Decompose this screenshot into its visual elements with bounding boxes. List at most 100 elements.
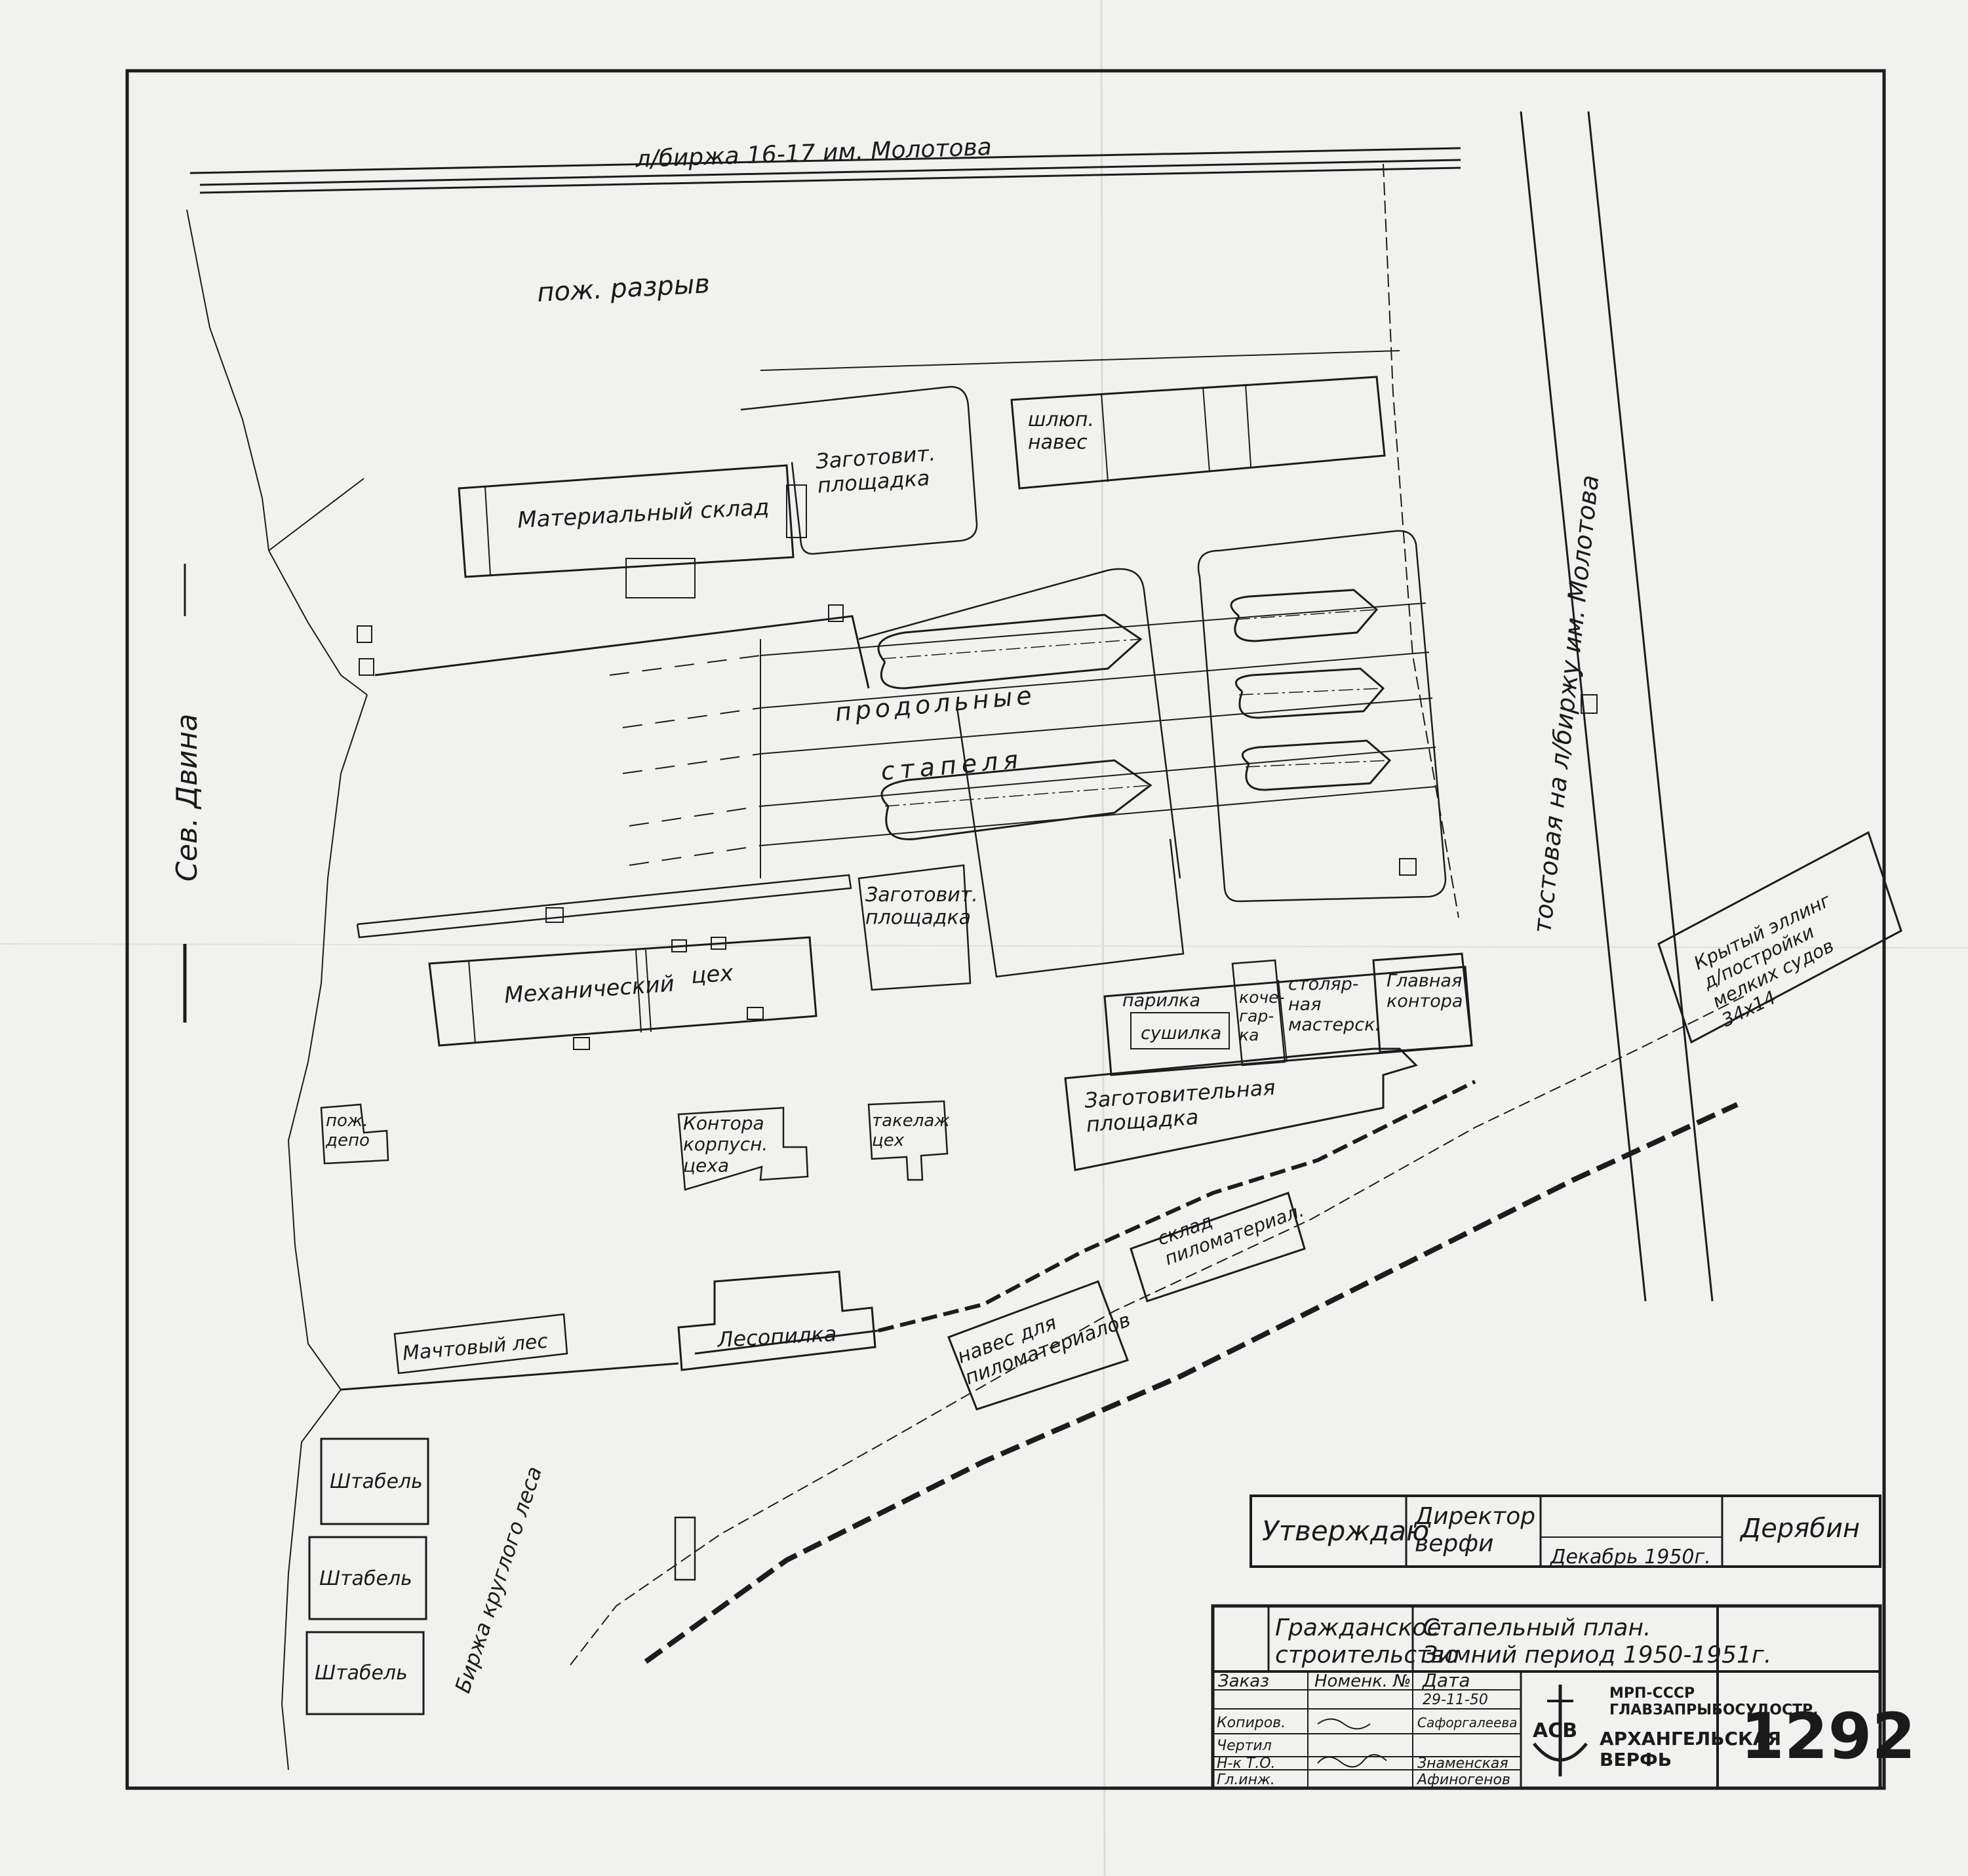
fold-mark [0,943,1968,948]
order-label: Заказ [1218,1671,1269,1691]
workshops-block [1103,952,1473,1076]
post [828,604,844,622]
rigging-shop [867,1100,949,1181]
nomenclature-label: Номенк. № [1314,1671,1411,1691]
carpentry-label-line: ная [1288,994,1321,1015]
material-warehouse-label: Материальный склад [517,494,770,534]
role-drafter: Чертил [1217,1738,1272,1754]
approval-date: Декабрь 1950г. [1549,1546,1711,1569]
approval-block [1250,1495,1881,1568]
slipway-label-2: стапеля [880,745,1025,786]
approve-label: Утверждаю [1262,1515,1429,1547]
fold-mark [1100,0,1106,1876]
director-name: Дерябин [1739,1514,1860,1544]
stair [545,907,564,923]
boat-shed-label-line: навес [1028,431,1088,454]
sawmill-track [694,1329,879,1355]
kochegarka-label: коче-гар-ка [1239,988,1285,1044]
material-warehouse [458,464,807,598]
drawing-title: Стапельный план.Зимний период 1950-1951г… [1423,1614,1771,1668]
post [359,658,374,676]
name-head-tech: Знаменская [1417,1755,1508,1772]
carpentry-label-line: мастерск. [1288,1015,1381,1035]
sheet-number: 1292 [1741,1700,1916,1773]
fire-gap-label: пож. разрыв [536,269,711,308]
boat-shed-label: шлюп.навес [1028,408,1094,454]
main-office-label-line: контора [1387,991,1463,1011]
fence-east [1383,163,1459,918]
prep-area-big [1064,1047,1418,1171]
date-label: Дата [1421,1670,1470,1691]
logo-letters: АСВ [1533,1719,1577,1742]
stack-2 [308,1536,427,1620]
stack-1-label: Штабель [330,1470,423,1493]
hull-office [677,1106,809,1191]
river-bank-lower [281,694,368,1770]
mechanical-shop [428,936,817,1050]
fire-depot-label-line: депо [325,1131,370,1150]
narrow-gauge-track [878,1080,1476,1333]
covered-shed [1657,831,1902,1044]
hull-office-label-line: цеха [683,1154,729,1176]
lumber-shed [947,1280,1129,1411]
drawing-frame [125,69,1886,1790]
sawmill [677,1270,876,1371]
slipway-label-1: продольные [834,680,1036,727]
lumber-store [1130,1192,1306,1302]
roundwood-exchange-label: Биржа круглого леса [450,1463,547,1696]
post [357,625,372,643]
prep-area-big-label: Заготовительнаяплощадка [1084,1075,1278,1137]
stack-3-label: Штабель [315,1662,408,1685]
dryer-label: сушилка [1141,1023,1221,1044]
signature-head-tech [1317,1754,1387,1768]
mast-wood-label: Мачтовый лес [402,1330,549,1365]
drawing-title-line: Зимний период 1950-1951г. [1423,1641,1771,1668]
org-label-line: строительство [1275,1641,1459,1668]
kochegarka-label-line: гар- [1239,1007,1274,1026]
road-edge-left [1520,111,1647,1302]
sawmill-label: Лесопилка [716,1321,837,1353]
director-title-line: верфи [1415,1530,1493,1557]
stack-1 [320,1437,429,1525]
prep-area-mid-label-line: площадка [865,907,971,929]
fire-depot [320,1103,389,1165]
signature-copier [1317,1718,1371,1730]
access-road [340,1362,679,1391]
site-boundary-mid [356,874,852,939]
river-label: Сев. Двина [170,714,204,882]
kochegarka-label-line: ка [1239,1025,1259,1044]
river-bank-upper [186,209,368,695]
prep-area-top [740,385,978,555]
mast-wood [393,1313,568,1375]
ministry-label-line: ГЛАВЗАПРЫБОСУДОСТР. [1609,1702,1819,1718]
role-copier: Копиров. [1217,1715,1286,1731]
prep-area-mid [857,864,972,991]
covered-shed-label: Крытый эллингд/постройкимелких судов34x1… [1690,889,1862,1032]
rigging-shop-label-line: цех [872,1131,905,1150]
railway-top [189,147,1461,194]
site-boundary-top [760,350,1400,371]
slipways [609,530,1447,978]
date-value: 29-11-50 [1423,1692,1488,1708]
stack-3 [305,1631,425,1715]
road-post [1581,694,1598,714]
mech-shop-label-2: цех [690,960,735,989]
site-boundary-slipways [374,615,870,689]
main-railway [644,1102,1739,1664]
fire-depot-label: пож.депо [325,1111,370,1150]
bank-line [268,478,364,551]
road-edge-right [1587,111,1714,1302]
name-chief-engineer: Афиногенов [1416,1772,1510,1788]
fence-south [570,996,1744,1666]
boat-shed [1010,376,1386,490]
rail-label: л/биржа 16-17 им. Молотова [635,134,993,173]
